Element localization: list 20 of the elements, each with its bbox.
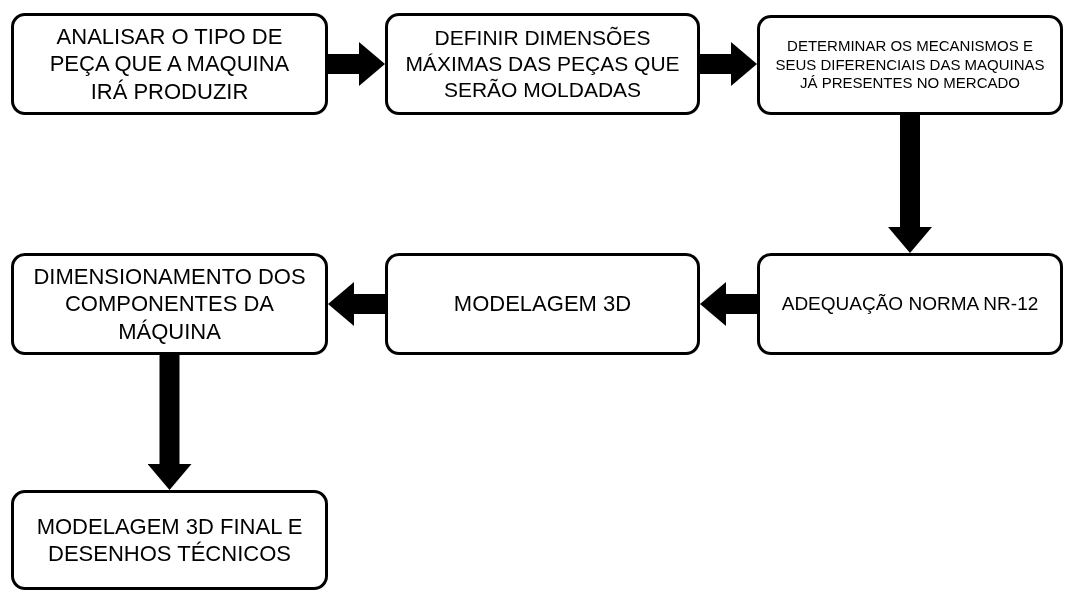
process-box (757, 15, 1063, 115)
process-box (385, 13, 700, 115)
block-arrow (328, 282, 385, 326)
step-text: DIMENSIONAMENTO DOS COMPONENTES DA MÁQUINA (32, 262, 307, 346)
block-arrow (888, 115, 932, 253)
step-text: ANALISAR O TIPO DE PEÇA QUE A MAQUINA IRÁ PRODUZIR (48, 22, 291, 106)
block-arrow (328, 42, 385, 86)
step-text: MODELAGEM 3D FINAL E DESENHOS TÉCNICOS (35, 512, 304, 568)
process-box (11, 490, 328, 590)
step-text: MODELAGEM 3D (453, 290, 632, 318)
block-arrow (700, 282, 757, 326)
block-arrow (700, 42, 757, 86)
process-box (11, 253, 328, 355)
block-arrow (147, 355, 192, 490)
process-box (757, 253, 1063, 355)
process-box (385, 253, 700, 355)
process-box (11, 13, 328, 115)
step-text: DEFINIR DIMENSÕES MÁXIMAS DAS PEÇAS QUE SERÃO MOLDADAS (404, 24, 681, 104)
step-text: ADEQUAÇÃO NORMA NR-12 (781, 292, 1039, 316)
step-text: DETERMINAR OS MECANISMOS E SEUS DIFERENCIAIS DAS MAQUINAS JÁ PRESENTES NO MERCADO (774, 36, 1046, 94)
